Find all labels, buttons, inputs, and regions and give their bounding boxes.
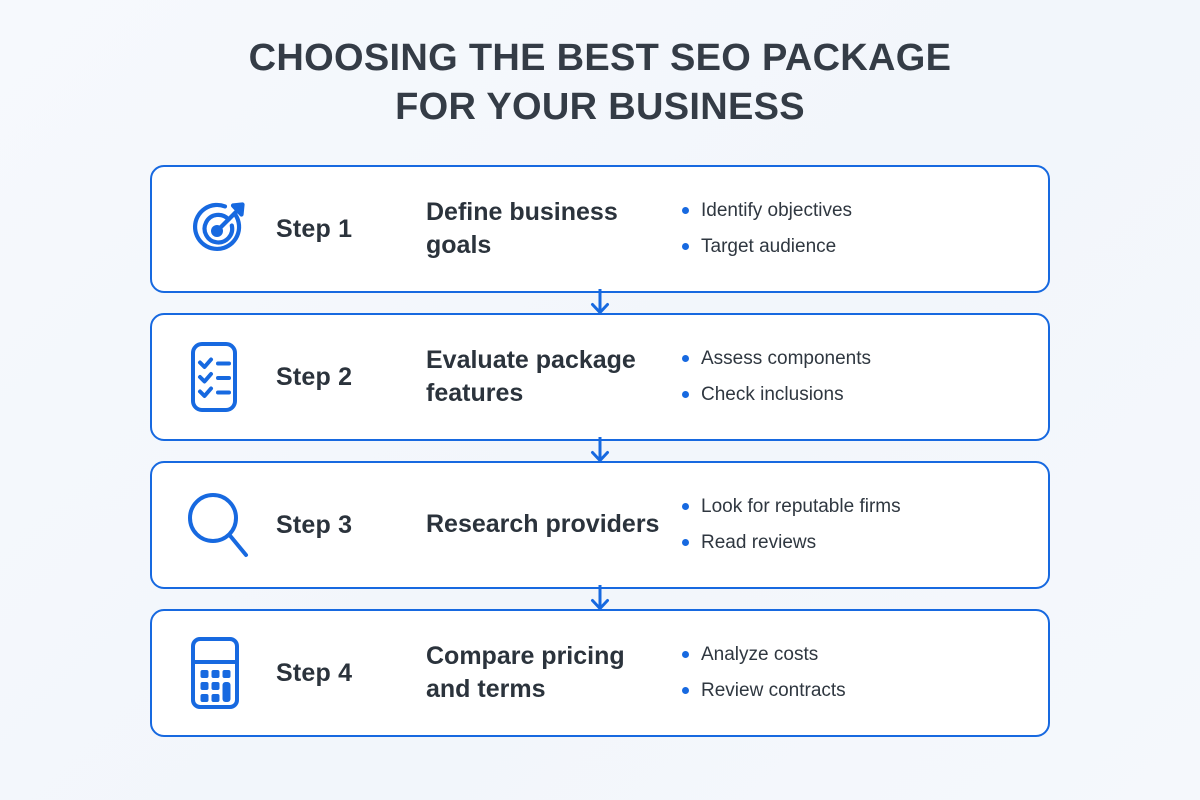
steps-flow: Step 1 Define business goals Identify ob… [150,165,1050,737]
bullet-dot-icon [682,391,689,398]
step-label-4: Step 4 [276,658,353,687]
list-item: Look for reputable firms [682,494,1030,520]
list-item: Identify objectives [682,198,1030,224]
step-bullets-2: Assess components Check inclusions [676,346,1030,407]
bullet-text: Look for reputable firms [701,496,901,518]
bullet-dot-icon [682,355,689,363]
bullet-dot-icon [682,503,689,511]
list-item: Assess components [682,346,1030,372]
list-item: Target audience [682,234,1030,260]
bullet-dot-icon [682,651,689,659]
list-item: Read reviews [682,530,1030,556]
title-block: CHOOSING THE BEST SEO PACKAGE FOR YOUR B… [0,0,1200,131]
bullet-dot-icon [682,243,689,250]
list-item: Check inclusions [682,382,1030,408]
step-label-3: Step 3 [276,510,353,539]
bullet-text: Identify objectives [701,200,853,222]
bullet-dot-icon [682,207,689,215]
bullet-text: Analyze costs [701,644,819,666]
step-heading-2: Evaluate package features [426,345,636,408]
page-title-line-1: CHOOSING THE BEST SEO PACKAGE [248,37,952,79]
step-card-3[interactable]: Step 3 Research providers Look for reput… [150,461,1050,589]
step-card-1[interactable]: Step 1 Define business goals Identify ob… [150,165,1050,293]
step-bullets-3: Look for reputable firms Read reviews [676,494,1030,555]
bullet-text: Target audience [701,236,837,257]
step-label-2: Step 2 [276,362,353,391]
bullet-dot-icon [682,687,689,694]
bullet-text: Review contracts [701,680,846,701]
step-card-2[interactable]: Step 2 Evaluate package features Assess … [150,313,1050,441]
magnifier-icon [184,487,276,563]
page-title: CHOOSING THE BEST SEO PACKAGE FOR YOUR B… [200,34,1000,131]
arrow-down-icon [150,585,1050,610]
bullet-text: Assess components [701,348,872,370]
arrow-down-icon [150,289,1050,314]
step-bullets-4: Analyze costs Review contracts [676,642,1030,703]
step-label-1: Step 1 [276,214,353,243]
list-item: Analyze costs [682,642,1030,668]
checklist-icon [184,339,276,415]
list-item: Review contracts [682,678,1030,704]
step-heading-3: Research providers [426,510,660,539]
step-heading-1: Define business goals [426,197,618,260]
step-heading-4: Compare pricing and terms [426,641,625,704]
page-title-line-2: FOR YOUR BUSINESS [395,85,805,128]
target-icon [184,194,276,264]
calculator-icon [184,634,276,712]
arrow-down-icon [150,437,1050,462]
step-card-4[interactable]: Step 4 Compare pricing and terms Analyze… [150,609,1050,737]
bullet-text: Read reviews [701,532,817,553]
bullet-dot-icon [682,539,689,546]
bullet-text: Check inclusions [701,384,844,405]
step-bullets-1: Identify objectives Target audience [676,198,1030,259]
